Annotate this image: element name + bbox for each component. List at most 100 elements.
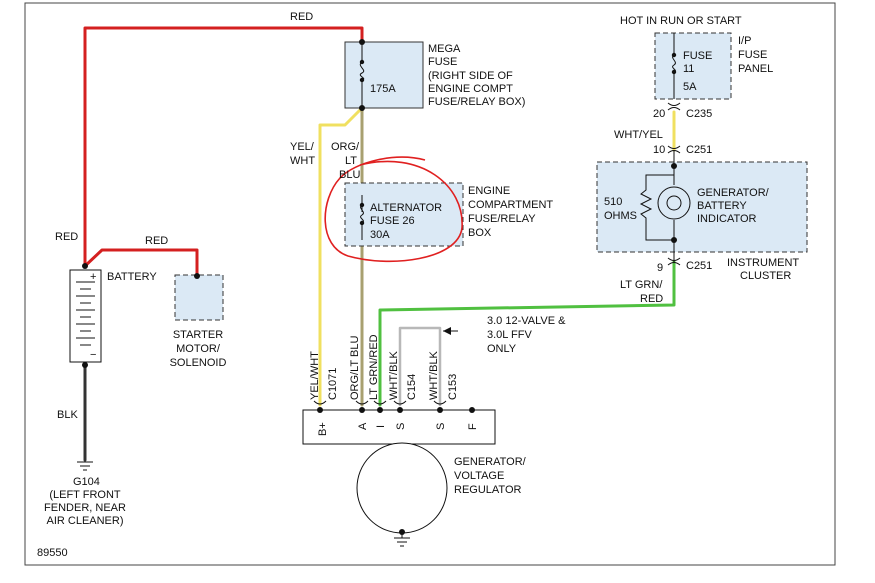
wire-label-lt-grn-red-2: RED (640, 293, 663, 305)
diagram-frame (24, 2, 836, 566)
wire-label-lt-grn-red-1: LT GRN/ (620, 279, 663, 291)
mega-fuse-box (344, 41, 424, 109)
generator-symbol (356, 442, 448, 534)
battery-symbol (69, 269, 102, 363)
ip-panel-line-2: FUSE (738, 49, 767, 61)
wire-label-wht-yel: WHT/YEL (614, 129, 663, 141)
starter-line-2: MOTOR/ (176, 343, 221, 355)
connector-c235-icon (667, 102, 681, 111)
ground-id: G104 (73, 476, 100, 488)
vwire-label-yel-wht: YEL/WHT (309, 351, 321, 400)
c251-top-label: C251 (686, 144, 712, 156)
ip-fuse-label: FUSE (683, 50, 712, 62)
note-line-1: 3.0 12-VALVE & (487, 315, 566, 327)
ground-loc-2: FENDER, NEAR (44, 502, 126, 514)
ip-fuse-number: 11 (683, 63, 694, 75)
ground-loc-1: (LEFT FRONT (49, 489, 121, 501)
terminal-a: A (357, 422, 369, 430)
vwire-label-org-lt-blu: ORG/LT BLU (349, 336, 361, 400)
engine-box-line-2: COMPARTMENT (468, 199, 553, 211)
generator-line-1: GENERATOR/ (454, 456, 527, 468)
wire-yel-wht (318, 106, 364, 407)
terminal-bplus: B+ (317, 422, 329, 436)
ground-icon (77, 461, 93, 471)
resistor-unit: OHMS (604, 210, 637, 222)
ip-panel-line-3: PANEL (738, 63, 773, 75)
alt-fuse-line-1: ALTERNATOR (370, 202, 442, 214)
cluster-name-1: INSTRUMENT (727, 257, 799, 269)
wire-label-red-top: RED (290, 11, 313, 23)
indicator-line-1: GENERATOR/ (697, 187, 770, 199)
c251-bottom-pin: 9 (657, 262, 663, 274)
resistor-icon (639, 174, 674, 241)
c251-bottom-label: C251 (686, 260, 712, 272)
note-arrowhead (443, 327, 451, 335)
alt-fuse-icon (360, 204, 364, 224)
mega-fuse-rating: 175A (370, 83, 396, 95)
terminal-s2: S (435, 423, 447, 430)
starter-line-1: STARTER (173, 329, 223, 341)
wire-red-battery-mega (83, 26, 364, 268)
terminal-f: F (467, 423, 479, 430)
terminal-i: I (375, 425, 387, 428)
mega-fuse-line-4: ENGINE COMPT (428, 83, 513, 95)
cluster-name-2: CLUSTER (740, 270, 791, 282)
wire-label-yel-wht-2: WHT (290, 155, 315, 167)
engine-compartment-box (344, 182, 464, 247)
wire-label-org-1: ORG/ (331, 141, 360, 153)
c235-pin: 20 (653, 108, 665, 120)
wire-label-red-mid: RED (145, 235, 168, 247)
indicator-line-3: INDICATOR (697, 213, 757, 225)
wire-label-blk: BLK (57, 409, 78, 421)
ip-fuse-rating: 5A (683, 81, 697, 93)
generator-terminal-block (302, 409, 496, 445)
mega-fuse-line-1: MEGA (428, 43, 461, 55)
wire-red-battery-starter (83, 248, 199, 278)
starter-node (194, 273, 200, 279)
generator-ground-icon (394, 532, 410, 547)
battery-label: BATTERY (107, 271, 157, 283)
ip-header: HOT IN RUN OR START (620, 15, 742, 27)
generator-line-3: REGULATOR (454, 484, 521, 496)
c153-label: C153 (447, 374, 459, 400)
starter-box (174, 274, 224, 321)
ip-panel-line-1: I/P (738, 35, 751, 47)
mega-fuse-line-3: (RIGHT SIDE OF (428, 70, 513, 82)
generator-line-2: VOLTAGE (454, 470, 504, 482)
engine-box-line-4: BOX (468, 227, 492, 239)
wire-lt-grn-red (378, 260, 676, 407)
vwire-label-wht-blk-1: WHT/BLK (388, 350, 400, 400)
indicator-line-2: BATTERY (697, 200, 747, 212)
diagram-id: 89550 (37, 547, 68, 559)
battery-neg-node (82, 362, 88, 368)
hand-drawn-circle-annotation (324, 156, 463, 263)
c1071-label: C1071 (327, 368, 339, 400)
battery-minus: − (90, 349, 96, 361)
mega-fuse-line-5: FUSE/RELAY BOX) (428, 96, 525, 108)
generator-connector-icons (313, 400, 447, 405)
wire-label-red-left: RED (55, 231, 78, 243)
wire-wht-blk (398, 326, 442, 407)
indicator-lamp-icon (657, 186, 691, 220)
note-line-2: 3.0L FFV (487, 329, 532, 341)
battery-pos-node (82, 263, 88, 269)
battery-plus: + (90, 271, 96, 283)
wire-label-org-3: BLU (339, 169, 360, 181)
mega-fuse-line-2: FUSE (428, 56, 457, 68)
alt-fuse-line-2: FUSE 26 (370, 215, 415, 227)
resistor-value: 510 (604, 196, 622, 208)
terminal-s1: S (395, 423, 407, 430)
starter-line-3: SOLENOID (170, 357, 227, 369)
c235-label: C235 (686, 108, 712, 120)
instrument-cluster-box (596, 161, 808, 253)
engine-box-line-3: FUSE/RELAY (468, 213, 536, 225)
ip-fuse-panel-box (654, 32, 732, 100)
vwire-label-wht-blk-2: WHT/BLK (428, 350, 440, 400)
c154-label: C154 (406, 374, 418, 400)
connector-c251-bottom-icon (667, 257, 681, 266)
ground-loc-3: AIR CLEANER) (46, 515, 123, 527)
wire-label-yel-wht-1: YEL/ (290, 141, 315, 153)
vwire-label-lt-grn-red: LT GRN/RED (368, 334, 380, 400)
engine-box-line-1: ENGINE (468, 185, 510, 197)
